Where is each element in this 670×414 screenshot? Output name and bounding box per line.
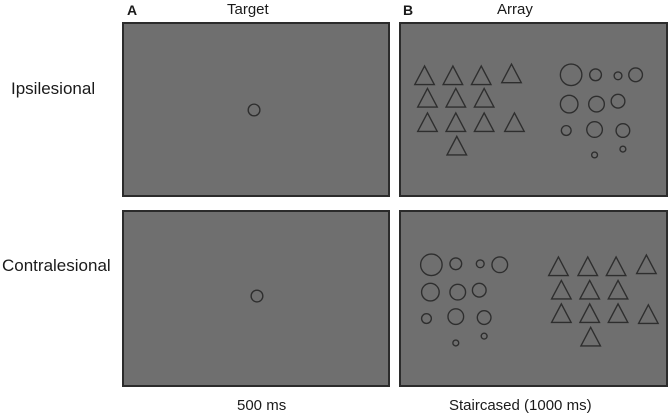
circle-group bbox=[559, 63, 644, 159]
circle-shape bbox=[420, 282, 440, 302]
circle-shape bbox=[610, 93, 626, 109]
array-column-title: Array bbox=[497, 1, 533, 18]
triangle-shape bbox=[578, 278, 601, 300]
triangle-shape bbox=[503, 111, 526, 133]
circle-shape bbox=[419, 253, 443, 277]
circle-shape bbox=[589, 68, 603, 82]
circle-shape bbox=[613, 71, 623, 81]
triangle-shape bbox=[413, 64, 436, 86]
triangle-shape bbox=[441, 64, 464, 86]
triangle-shape bbox=[500, 62, 523, 84]
circle-shape bbox=[588, 95, 606, 113]
triangle-group bbox=[547, 253, 660, 347]
triangle-shape bbox=[578, 302, 601, 324]
target-screen-ipsilesional bbox=[122, 22, 390, 197]
circle-shape bbox=[586, 121, 604, 139]
triangle-shape bbox=[416, 111, 439, 133]
circle-shape bbox=[559, 94, 579, 114]
ipsilesional-row-label: Ipsilesional bbox=[11, 79, 96, 98]
array-display-contralesional bbox=[419, 253, 660, 347]
circle-shape bbox=[615, 122, 631, 139]
circle-shape bbox=[447, 308, 465, 326]
circle-shape bbox=[420, 312, 433, 325]
contralesional-row-label: Contralesional bbox=[2, 256, 111, 275]
circle-shape bbox=[619, 145, 627, 153]
panel-a-letter: A bbox=[127, 2, 138, 18]
array-display-ipsilesional bbox=[413, 62, 644, 159]
triangle-shape bbox=[607, 278, 629, 300]
target-column-title: Target bbox=[227, 1, 269, 18]
target-display-ipsilesional bbox=[247, 103, 261, 117]
fixation-target-circle bbox=[250, 289, 264, 303]
circle-shape bbox=[452, 339, 460, 347]
triangle-shape bbox=[547, 255, 570, 277]
array-screen-contralesional bbox=[399, 210, 668, 387]
circle-shape bbox=[449, 283, 467, 301]
triangle-group bbox=[413, 62, 526, 156]
triangle-shape bbox=[605, 255, 627, 277]
circle-shape bbox=[559, 63, 583, 87]
triangle-shape bbox=[444, 111, 467, 133]
triangle-shape bbox=[473, 87, 496, 108]
circle-shape bbox=[475, 259, 485, 269]
triangle-shape bbox=[473, 111, 496, 133]
triangle-shape bbox=[635, 253, 658, 275]
target-display-contralesional bbox=[250, 289, 264, 303]
triangle-shape bbox=[550, 278, 573, 300]
panel-b-letter: B bbox=[403, 2, 414, 18]
triangle-shape bbox=[579, 325, 602, 347]
circle-shape bbox=[491, 256, 509, 274]
circle-shape bbox=[560, 124, 572, 137]
circle-shape bbox=[476, 310, 492, 326]
target-screen-contralesional bbox=[122, 210, 390, 387]
triangle-shape bbox=[607, 302, 629, 324]
triangle-shape bbox=[576, 255, 599, 277]
fixation-target-circle bbox=[247, 103, 261, 117]
triangle-shape bbox=[445, 134, 468, 156]
circle-shape bbox=[590, 151, 599, 159]
triangle-shape bbox=[550, 302, 573, 324]
circle-shape bbox=[449, 257, 463, 271]
triangle-shape bbox=[470, 64, 493, 86]
array-screen-ipsilesional bbox=[399, 22, 668, 197]
circle-shape bbox=[471, 282, 487, 298]
circle-shape bbox=[628, 67, 644, 83]
circle-shape bbox=[480, 332, 488, 340]
array-duration-label: Staircased (1000 ms) bbox=[449, 397, 592, 414]
triangle-shape bbox=[637, 303, 660, 325]
triangle-shape bbox=[444, 87, 467, 108]
circle-group bbox=[419, 253, 509, 347]
triangle-shape bbox=[416, 87, 439, 108]
target-duration-label: 500 ms bbox=[237, 397, 287, 414]
